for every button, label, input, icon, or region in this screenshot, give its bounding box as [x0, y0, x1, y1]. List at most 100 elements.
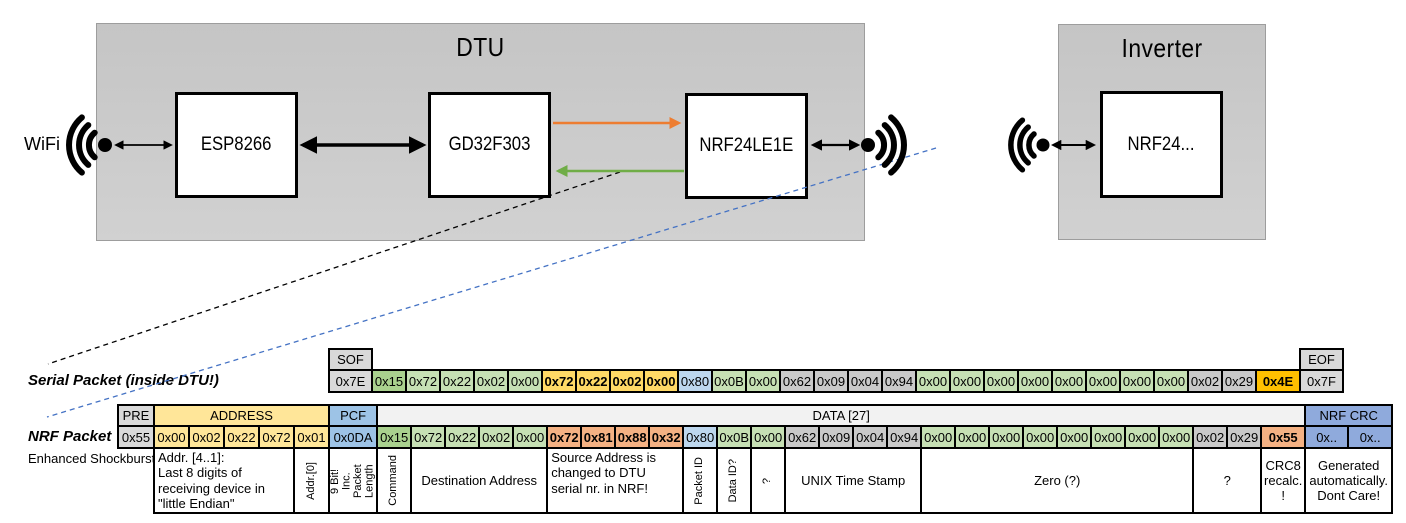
byte-cell: 0x01	[293, 425, 330, 449]
byte-cell: 0x80	[682, 425, 719, 449]
annotation-cell: Destination Address	[410, 446, 549, 515]
byte-cell: 0x00	[1153, 369, 1189, 393]
byte-cell: 0x81	[580, 425, 617, 449]
byte-cell: 0x72	[546, 425, 583, 449]
byte-cell: 0x02	[188, 425, 225, 449]
byte-cell: 0x94	[886, 425, 923, 449]
byte-cell: 0x0B	[716, 425, 753, 449]
byte-cell: 0x02	[609, 369, 645, 393]
byte-cell: 0x29	[1221, 369, 1257, 393]
byte-cell: 0x00	[1119, 369, 1155, 393]
byte-cell: 0x72	[410, 425, 447, 449]
byte-cell: 0x00	[1056, 425, 1093, 449]
nrf24le1e-box: NRF24LE1E	[685, 93, 808, 199]
byte-cell: 0x09	[818, 425, 855, 449]
byte-cell: 0x00	[915, 369, 951, 393]
byte-cell: 0x02	[473, 369, 509, 393]
nrf-packet-label: NRF Packet	[28, 428, 112, 445]
wifi-label: WiFi	[24, 134, 60, 154]
byte-cell: 0x15	[376, 425, 413, 449]
byte-cell: 0x02	[1187, 369, 1223, 393]
byte-cell: 0x62	[784, 425, 821, 449]
nrf-dashed-line	[46, 147, 937, 418]
byte-cell: 0x0DA	[327, 425, 379, 449]
annotation-row: Addr. [4..1]: Last 8 digits of receiving…	[118, 446, 1394, 515]
enhanced-shockburst-label: Enhanced Shockburst	[28, 451, 156, 466]
byte-cell: 0x22	[223, 425, 260, 449]
gd32f303-box: GD32F303	[428, 92, 551, 198]
byte-cell: 0x00	[1051, 369, 1087, 393]
annotation-cell: ?	[750, 446, 787, 515]
byte-cell: 0x0B	[711, 369, 747, 393]
byte-cell: 0x00	[983, 369, 1019, 393]
byte-cell: 0x29	[1226, 425, 1263, 449]
byte-cell: 0x7E	[328, 369, 373, 393]
byte-cell: 0x80	[677, 369, 713, 393]
annotation-cell: Packet ID	[682, 446, 719, 515]
byte-cell: 0x04	[847, 369, 883, 393]
byte-cell: 0x7F	[1299, 369, 1344, 393]
inverter-title: Inverter	[1121, 33, 1203, 63]
byte-cell: 0x00	[954, 425, 991, 449]
byte-cell: 0x94	[881, 369, 917, 393]
annotation-cell: Data ID?	[716, 446, 753, 515]
annotation-cell: Addr. [4..1]: Last 8 digits of receiving…	[153, 446, 295, 515]
byte-cell: 0x..	[1347, 425, 1394, 449]
byte-cell: 0x00	[949, 369, 985, 393]
annotation-cell: Zero (?)	[920, 446, 1195, 515]
byte-cell: 0x00	[1085, 369, 1121, 393]
annotation-cell: 9 Bit! Inc. Packet Length	[327, 446, 379, 515]
byte-cell: 0x62	[779, 369, 815, 393]
byte-cell: 0x72	[541, 369, 577, 393]
byte-cell: 0x00	[1124, 425, 1161, 449]
annotation-cell: ?	[1192, 446, 1263, 515]
byte-cell: 0x55	[117, 425, 155, 449]
byte-cell: 0x88	[614, 425, 651, 449]
byte-cell: 0x00	[643, 369, 679, 393]
byte-cell: 0x00	[1158, 425, 1195, 449]
sof-header-cell: SOF	[328, 348, 373, 371]
serial-packet-label: Serial Packet (inside DTU!)	[28, 372, 219, 389]
byte-cell: 0x00	[512, 425, 549, 449]
byte-cell: 0x4E	[1255, 369, 1301, 393]
esp8266-box: ESP8266	[175, 92, 298, 198]
field-header-cell: ADDRESS	[153, 404, 330, 427]
annotation-cell: CRC8 recalc. !	[1260, 446, 1307, 515]
field-header-cell: PRE	[117, 404, 155, 427]
byte-cell: 0x72	[258, 425, 295, 449]
wifi-waves-inverter-icon	[1008, 117, 1050, 173]
field-header-cell: PCF	[327, 404, 379, 427]
dtu-title: DTU	[456, 32, 505, 62]
byte-cell: 0x32	[648, 425, 685, 449]
byte-cell: 0x15	[371, 369, 407, 393]
serial-dashed-line	[47, 171, 621, 365]
byte-cell: 0x55	[1260, 425, 1307, 449]
eof-header-cell: EOF	[1299, 348, 1344, 371]
field-header-cell: NRF CRC	[1304, 404, 1394, 427]
byte-cell: 0x00	[745, 369, 781, 393]
field-header-cell: DATA [27]	[376, 404, 1307, 427]
byte-cell: 0x..	[1304, 425, 1350, 449]
byte-cell: 0x02	[1192, 425, 1229, 449]
byte-cell: 0x22	[575, 369, 611, 393]
wifi-waves-left-icon	[66, 114, 112, 176]
byte-cell: 0x00	[1022, 425, 1059, 449]
byte-cell: 0x72	[405, 369, 441, 393]
byte-cell: 0x09	[813, 369, 849, 393]
annotation-cell: Generated automatically. Dont Care!	[1304, 446, 1394, 515]
byte-cell: 0x02	[478, 425, 515, 449]
annotation-cell: Source Address is changed to DTU serial …	[546, 446, 685, 515]
byte-cell: 0x00	[750, 425, 787, 449]
annotation-cell: Addr.[0]	[293, 446, 330, 515]
byte-cell: 0x04	[852, 425, 889, 449]
byte-cell: 0x00	[988, 425, 1025, 449]
